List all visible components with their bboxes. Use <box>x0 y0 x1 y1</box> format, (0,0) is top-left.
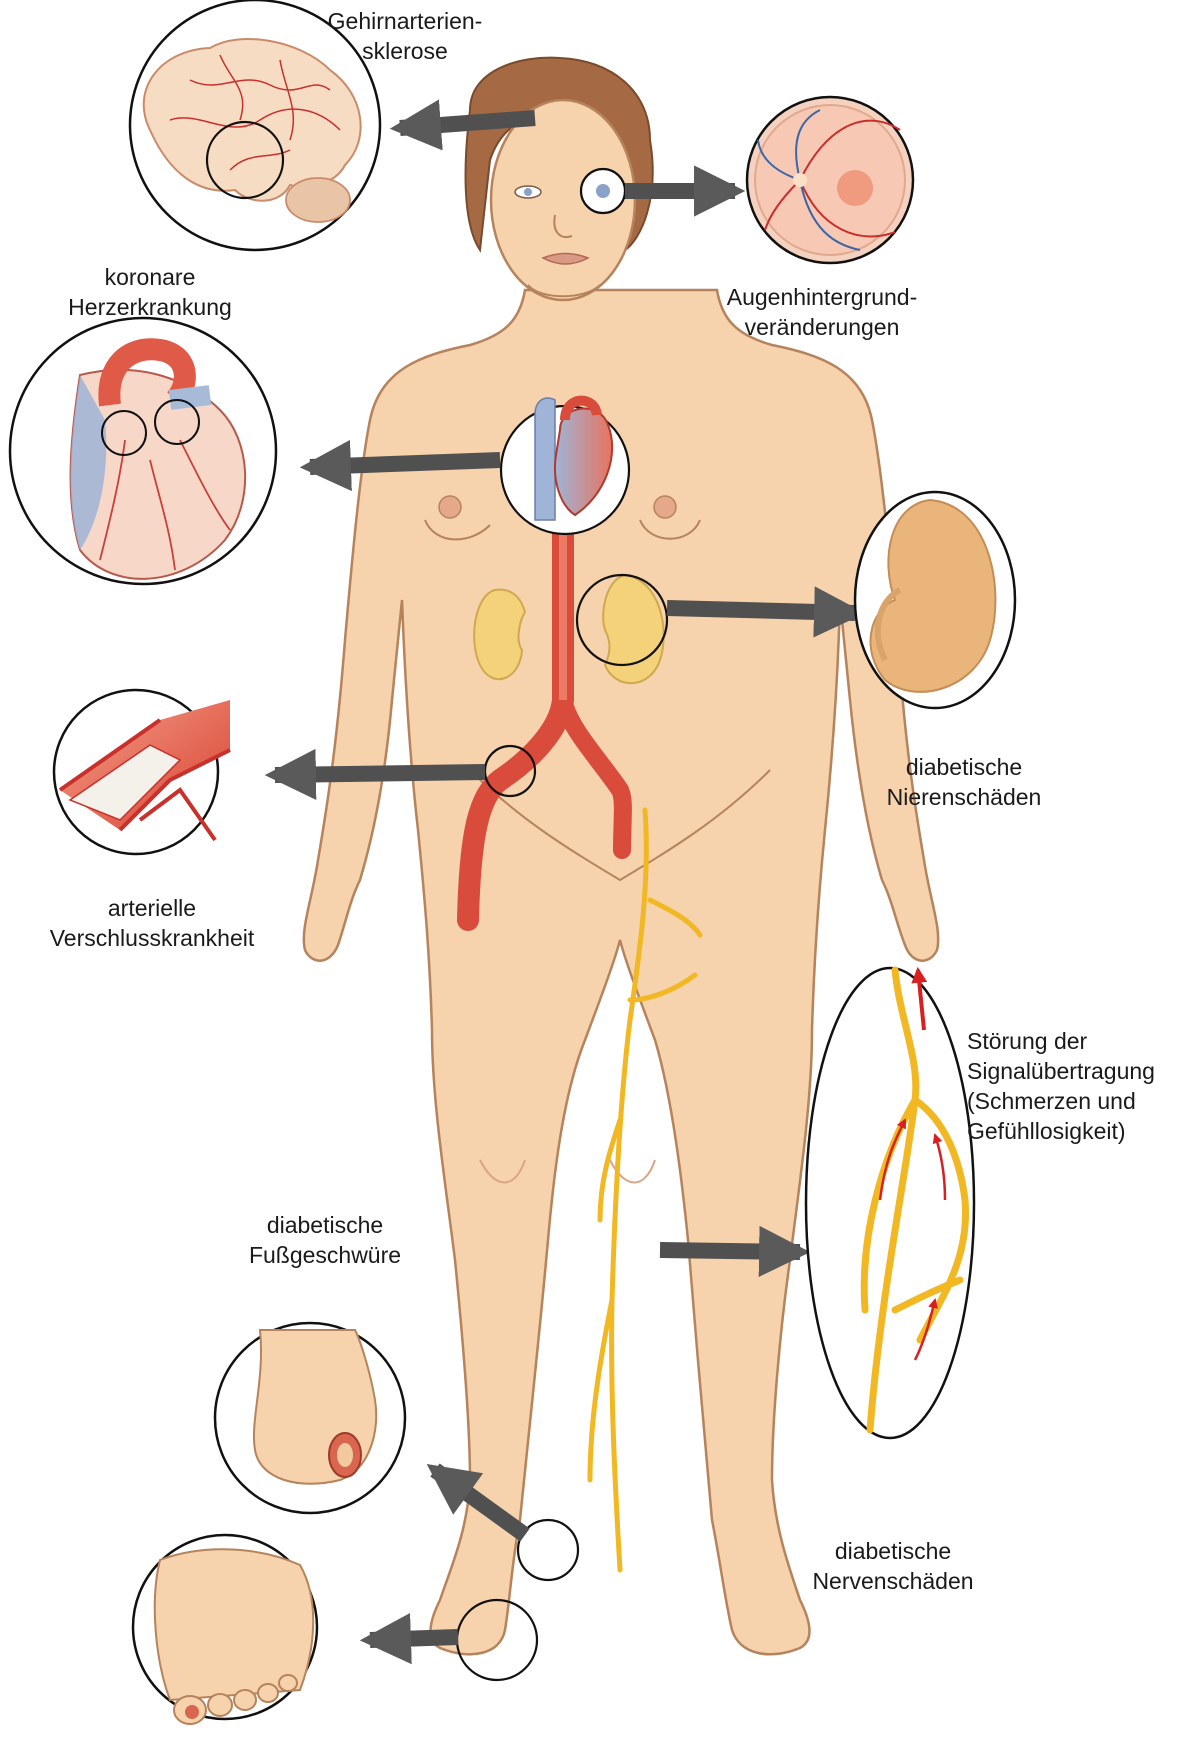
label-nerve-signal-line-3: (Schmerzen und <box>967 1086 1155 1116</box>
arrow-heart <box>310 460 500 467</box>
arrow-kidney <box>667 608 855 613</box>
nerve-oval <box>806 968 974 1438</box>
arrow-brain <box>400 118 535 128</box>
label-artery-line-1: arterielle <box>50 893 255 923</box>
label-eye: Augenhintergrund- veränderungen <box>727 282 918 342</box>
label-heart-line-1: koronare <box>68 262 232 292</box>
retina-icon <box>755 105 905 255</box>
label-nerve-signal-line-4: Gefühllosigkeit) <box>967 1116 1155 1146</box>
heart-circle <box>10 318 276 584</box>
label-heart-line-2: Herzerkrankung <box>68 292 232 322</box>
label-brain-line-2: sklerose <box>328 36 483 66</box>
label-brain-line-1: Gehirnarterien- <box>328 6 483 36</box>
label-nerve-signal: Störung der Signalübertragung (Schmerzen… <box>967 1026 1155 1146</box>
artery-circle <box>54 690 230 854</box>
label-nerve-signal-line-2: Signalübertragung <box>967 1056 1155 1086</box>
label-kidney-line-2: Nierenschäden <box>887 782 1042 812</box>
label-foot-line-1: diabetische <box>249 1210 401 1240</box>
foot-circle <box>215 1323 405 1513</box>
label-foot: diabetische Fußgeschwüre <box>249 1210 401 1270</box>
label-eye-line-2: veränderungen <box>727 312 918 342</box>
label-artery: arterielle Verschlusskrankheit <box>50 893 255 953</box>
kidney-circle <box>855 492 1015 708</box>
label-nerve: diabetische Nervenschäden <box>812 1536 973 1596</box>
label-kidney: diabetische Nierenschäden <box>887 752 1042 812</box>
label-foot-line-2: Fußgeschwüre <box>249 1240 401 1270</box>
label-heart: koronare Herzerkrankung <box>68 262 232 322</box>
arrow-artery <box>275 772 485 775</box>
label-kidney-line-1: diabetische <box>887 752 1042 782</box>
retina-circle <box>747 97 913 263</box>
label-nerve-line-2: Nervenschäden <box>812 1566 973 1596</box>
label-nerve-line-1: diabetische <box>812 1536 973 1566</box>
label-brain: Gehirnarterien- sklerose <box>328 6 483 66</box>
arrow-nerve <box>660 1250 800 1252</box>
label-eye-line-1: Augenhintergrund- <box>727 282 918 312</box>
arrow-toe <box>370 1637 458 1640</box>
toe-circle <box>133 1535 317 1724</box>
label-artery-line-2: Verschlusskrankheit <box>50 923 255 953</box>
label-nerve-signal-line-1: Störung der <box>967 1026 1155 1056</box>
